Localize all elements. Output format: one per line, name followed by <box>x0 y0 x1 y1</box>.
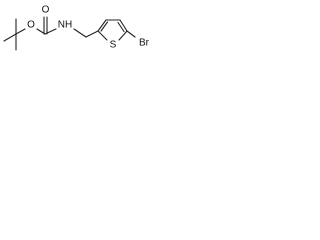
sulfur-label: S <box>110 40 117 51</box>
methylene-linker <box>73 28 99 38</box>
bond-c2-c3 <box>97 19 107 32</box>
carbonyl-oxygen-label: O <box>42 5 50 16</box>
bromine-label: Br <box>139 38 150 49</box>
bond-c2-s <box>97 30 108 41</box>
bromothiophene-ring: S Br <box>97 19 150 51</box>
bond-c4-c5 <box>119 19 128 32</box>
bond-n-ch2 <box>73 28 87 38</box>
bond-tbu-c-ester-o <box>15 28 26 35</box>
bond-carbonyl-c-n <box>44 28 57 35</box>
bond-ch2-thiophene <box>85 30 99 38</box>
bond-c5-s <box>118 30 128 41</box>
bond-c2-c3-inner <box>100 21 109 32</box>
ester-oxygen-label: O <box>27 20 35 31</box>
chemical-structure: O O NH S Br <box>3 5 150 51</box>
bond-c4-c5-inner <box>117 21 125 33</box>
bond-tbu-c-methyl-left <box>3 33 17 42</box>
tert-butyl-group <box>3 18 26 51</box>
carbamate-group: O O NH <box>27 5 72 35</box>
amide-nitrogen-label: NH <box>58 20 72 31</box>
bond-c5-br <box>126 30 136 38</box>
